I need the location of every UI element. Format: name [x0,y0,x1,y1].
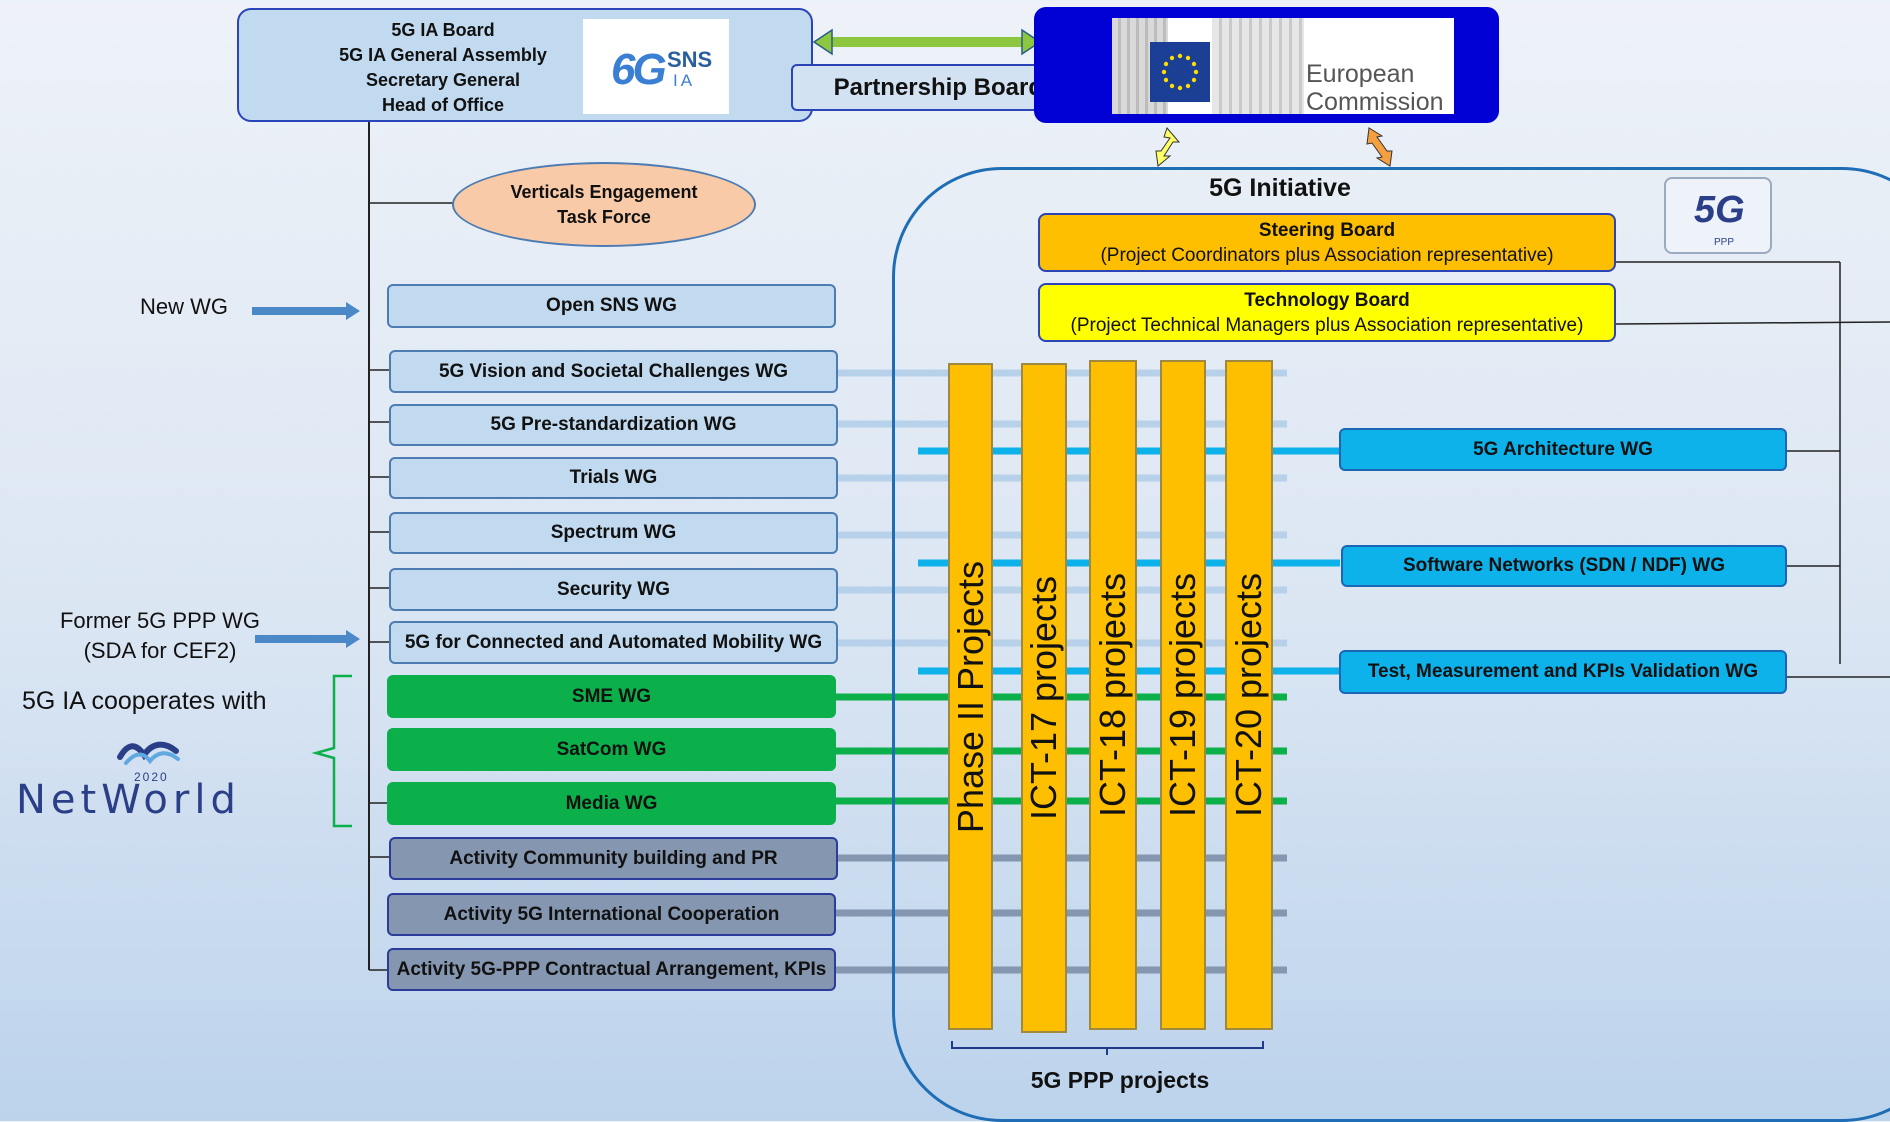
project-column: ICT-19 projects [1160,360,1206,1030]
yellow-double-arrow [1155,127,1181,167]
verticals-line: Task Force [557,206,651,227]
ppp-logo: 5G PPP [1664,177,1772,254]
wg-box: Activity Community building and PR [389,837,838,880]
cooperates-label: 5G IA cooperates with [22,687,267,715]
board-line: Head of Office [381,95,505,115]
wg-box: SME WG [387,675,836,718]
green-double-arrow [812,28,1042,56]
ppp-projects-caption: 5G PPP projects [1030,1067,1210,1093]
wg-box: Activity 5G-PPP Contractual Arrangement,… [387,948,836,991]
sns-logo-big: 6G [611,45,667,94]
wg-box: 5G Vision and Societal Challenges WG [389,350,838,393]
project-label: ICT-18 projects [1092,572,1133,818]
project-column: ICT-20 projects [1225,360,1273,1030]
former-wg-line1: Former 5G PPP WG [59,608,261,633]
ppp-logo-sub: PPP [1714,237,1735,248]
technology-board: Technology Board (Project Technical Mana… [1038,283,1616,342]
right-connectors [1615,261,1890,678]
wg-box: Spectrum WG [389,512,838,554]
partnership-board: Partnership Board [791,64,1051,111]
project-column: ICT-17 projects [1021,363,1067,1033]
project-label: ICT-20 projects [1228,572,1269,818]
wg-box: Media WG [387,782,836,825]
board-line: 5G IA Board [391,20,495,40]
sns-logo-bottom: IA [673,71,696,90]
board-line: 5G IA General Assembly [339,45,547,65]
new-wg-arrow [252,302,360,320]
ec-logo-text: European Commission [1306,60,1444,116]
verticals-line: Verticals Engagement [510,181,698,202]
wg-box: Activity 5G International Cooperation [387,893,836,936]
verticals-task-force: Verticals Engagement Task Force [452,162,756,247]
ec-logo-line2: Commission [1306,88,1444,116]
wg-box: 5G for Connected and Automated Mobility … [389,621,838,664]
initiative-title: 5G Initiative [1209,174,1351,202]
project-label: Phase II Projects [949,560,991,833]
sns-logo: 6G SNS IA [583,19,729,114]
wg-box: SatCom WG [387,728,836,771]
eu-flag-icon [1150,42,1210,102]
right-wg-box: 5G Architecture WG [1339,428,1787,471]
board-line: Secretary General [365,70,521,90]
board-box: 5G IA Board 5G IA General Assembly Secre… [237,8,813,122]
ec-building-graphic-right [1212,18,1304,114]
ec-box: European Commission [1034,7,1499,123]
ppp-logo-text: 5G [1694,189,1745,231]
networld-name: NetWorld [16,777,241,823]
former-wg-arrow [255,630,360,648]
orange-double-arrow [1366,127,1393,167]
former-wg-label: Former 5G PPP WG (SDA for CEF2) [40,606,280,666]
project-column: Phase II Projects [948,363,993,1030]
former-wg-line2: (SDA for CEF2) [83,638,237,663]
wg-box: Open SNS WG [387,284,836,328]
project-label: ICT-19 projects [1162,572,1203,818]
right-wg-box: Test, Measurement and KPIs Validation WG [1339,650,1787,694]
networld-year: 2020 [134,770,169,784]
cooperation-brace [311,674,352,828]
networld-logo: 2020 NetWorld [14,735,304,825]
wg-box: Security WG [389,568,838,611]
trunk-branches [369,369,390,971]
ec-logo: European Commission [1112,18,1454,116]
steering-board-title: Steering Board [1258,220,1396,241]
right-wg-box: Software Networks (SDN / NDF) WG [1341,545,1787,587]
technology-board-sub: (Project Technical Managers plus Associa… [1070,315,1584,336]
wg-box: 5G Pre-standardization WG [389,404,838,446]
new-wg-label: New WG [140,294,228,319]
networld-wave-icon [117,741,180,765]
ec-logo-line1: European [1306,60,1415,88]
steering-board: Steering Board (Project Coordinators plu… [1038,213,1616,272]
sns-logo-top: SNS [667,47,713,72]
project-column: ICT-18 projects [1089,360,1137,1030]
wg-box: Trials WG [389,457,838,499]
technology-board-title: Technology Board [1244,290,1410,311]
project-label: ICT-17 projects [1023,575,1064,821]
steering-board-sub: (Project Coordinators plus Association r… [1100,245,1554,266]
